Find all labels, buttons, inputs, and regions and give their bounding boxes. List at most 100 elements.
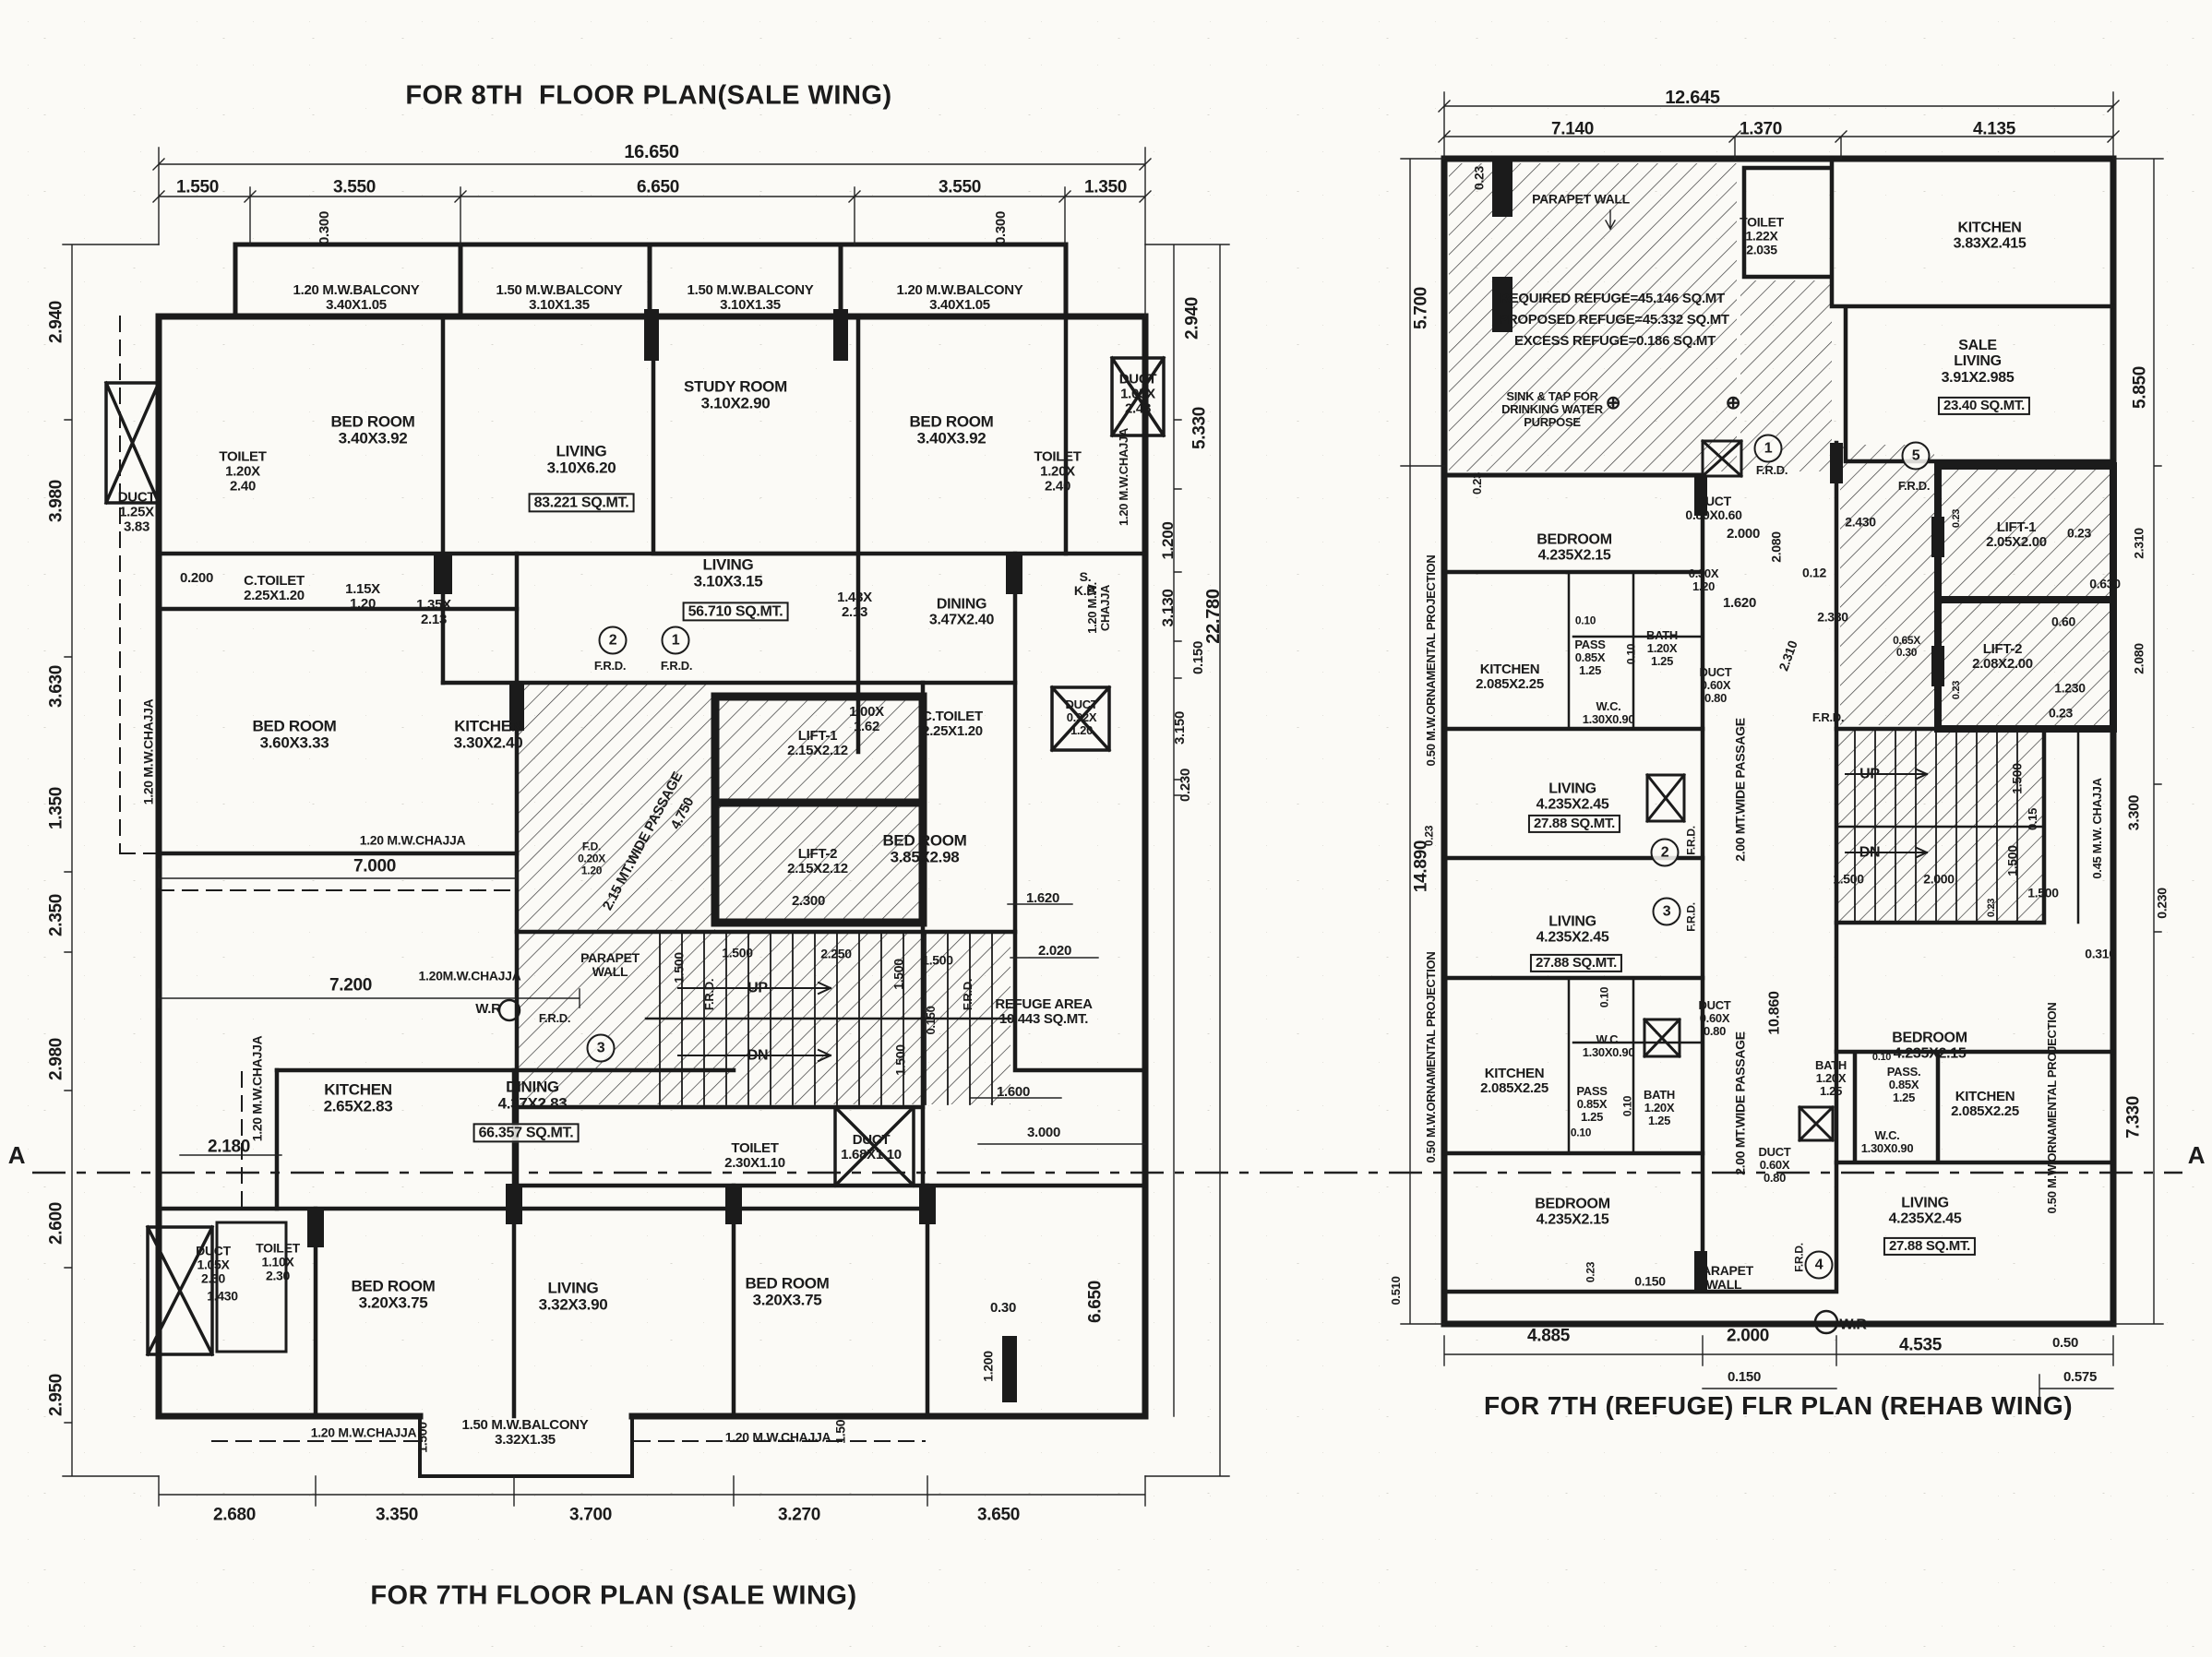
plan-label: PASS 0.85X 1.25 <box>1574 637 1606 678</box>
plan-label: F.R.D. <box>660 658 693 673</box>
plan-label: 1.500 <box>892 1044 908 1076</box>
plan-label: 0.23 <box>1471 165 1487 191</box>
plan-label: 3.550 <box>938 177 982 197</box>
plan-label: 27.88 SQ.MT. <box>1529 953 1623 973</box>
plan-label: 6.650 <box>1085 1280 1106 1324</box>
plan-label: BED ROOM 3.85X2.98 <box>882 831 967 866</box>
plan-label: 1.370 <box>1739 119 1783 139</box>
plan-label: 1.500 <box>2027 885 2059 900</box>
plan-label: LIVING 3.10X3.15 <box>693 555 763 590</box>
plan-label: SINK & TAP FOR DRINKING WATER PURPOSE <box>1501 388 1603 430</box>
plan-label: 0.50 <box>2052 1334 2078 1351</box>
plan-label: TOILET 1.20X 2.40 <box>219 448 267 495</box>
plan-label: W.C. 1.30X0.90 <box>1860 1127 1914 1155</box>
plan-label: 7.330 <box>2123 1095 2144 1139</box>
plan-label: 1.200 <box>980 1351 996 1382</box>
plan-label: 4.535 <box>1898 1335 1943 1355</box>
plan-label: 1.00X 1.62 <box>849 703 884 734</box>
plan-label: F.R.D. <box>1684 902 1698 932</box>
plan-label: 27.88 SQ.MT. <box>1527 814 1621 834</box>
plan-label: 3.350 <box>375 1505 419 1525</box>
plan-label: F.R.D. <box>1684 826 1698 855</box>
flat-number-badge: 3 <box>586 1033 616 1063</box>
plan-label: 2.250 <box>820 946 852 961</box>
plan-label: DUCT 1.68X1.10 <box>841 1131 902 1162</box>
title-rehab-wing-plan: FOR 7TH (REFUGE) FLR PLAN (REHAB WING) <box>1483 1390 2074 1420</box>
title-8th-floor-plan: FOR 8TH FLOOR PLAN(SALE WING) <box>405 80 892 111</box>
plan-label: 12.645 <box>1665 88 1720 109</box>
plan-label: BED ROOM 3.40X3.92 <box>909 412 994 447</box>
plan-label: 1.20 M.W.BALCONY 3.40X1.05 <box>293 281 420 313</box>
plan-label: BEDROOM 4.235X2.15 <box>1892 1030 1967 1062</box>
plan-label: DUCT 0.60X 0.80 <box>1699 664 1732 706</box>
plan-label: F.R.D. <box>593 658 627 673</box>
plan-label: 7.000 <box>353 856 397 876</box>
flat-number-badge: 3 <box>1652 897 1681 926</box>
plan-label: DN <box>1859 844 1881 861</box>
plan-label: 83.221 SQ.MT. <box>528 493 635 513</box>
plan-label: 0.150 <box>1190 640 1206 675</box>
plan-label: 7.200 <box>329 975 373 995</box>
plan-label: 66.357 SQ.MT. <box>472 1123 580 1143</box>
plan-label: 3.550 <box>332 177 377 197</box>
plan-label: 1.20 M.W.CHAJJA <box>359 832 466 848</box>
plan-label: LIVING 3.32X3.90 <box>538 1279 608 1314</box>
plan-label: 1.20 M.W.CHAJJA <box>310 1425 417 1440</box>
plan-label: DINING 4.37X2.83 <box>497 1078 568 1113</box>
plan-label: KITCHEN 3.30X2.40 <box>453 717 523 752</box>
plan-label: 1.230 <box>2054 680 2086 696</box>
plan-label: 1.550 <box>175 177 220 197</box>
plan-label: 4.135 <box>1972 119 2016 139</box>
plan-label: TOILET 1.22X 2.035 <box>1740 214 1784 257</box>
plan-label: 2.310 <box>2131 528 2146 559</box>
plan-label: 2.600 <box>46 1201 66 1246</box>
plan-label: 0.23 <box>2066 525 2092 541</box>
plan-label: 0.10 <box>1620 1095 1634 1117</box>
plan-label: 0.150 <box>923 1006 938 1035</box>
plan-label: BATH 1.20X 1.25 <box>1646 627 1678 669</box>
plan-label: LIVING 4.235X2.45 <box>1888 1195 1962 1227</box>
plan-label: 14.890 <box>1411 840 1431 893</box>
plan-label: 1.43X 2.13 <box>837 589 872 620</box>
rehab-wing-plan <box>1400 91 2164 1399</box>
plan-label: 1.500 <box>671 952 687 983</box>
plan-label: BED ROOM 3.20X3.75 <box>351 1277 436 1312</box>
plan-label: PASS. 0.85X 1.25 <box>1886 1064 1921 1105</box>
plan-label: 2.300 <box>791 892 826 909</box>
plan-label: 0.510 <box>1388 1276 1403 1305</box>
plan-label: PROPOSED REFUGE=45.332 SQ.MT <box>1499 311 1729 328</box>
plan-label: EXCESS REFUGE=0.186 SQ.MT <box>1514 332 1716 349</box>
plan-label: 2.940 <box>46 300 66 344</box>
center-mark: ⊕ <box>1725 393 1741 414</box>
plan-label: 5.330 <box>1190 406 1210 450</box>
plan-label: KITCHEN 2.085X2.25 <box>1951 1088 2019 1119</box>
section-marker-a-right: A <box>2187 1140 2206 1169</box>
plan-label: 3.980 <box>46 479 66 523</box>
plan-label: 10.860 <box>1766 991 1783 1035</box>
plan-label: LIFT-2 2.15X2.12 <box>787 845 848 876</box>
plan-label: 3.630 <box>46 664 66 709</box>
plan-label: LIVING 4.235X2.45 <box>1536 781 1609 813</box>
plan-label: DUCT 1.25X 3.83 <box>117 489 156 536</box>
plan-label: LIFT-2 2.08X2.00 <box>1972 640 2033 672</box>
plan-label: 0.575 <box>2063 1368 2098 1385</box>
plan-label: C.TOILET 2.25X1.20 <box>244 572 305 603</box>
plan-label: 56.710 SQ.MT. <box>682 602 789 622</box>
plan-label: LIVING 4.235X2.45 <box>1536 913 1609 946</box>
plan-label: 3.130 <box>1158 589 1177 627</box>
plan-label: F.R.D. <box>701 978 716 1011</box>
plan-label: DN <box>747 1047 769 1064</box>
plan-label: LIFT-1 2.15X2.12 <box>787 727 848 758</box>
plan-label: 0.10 <box>1597 986 1611 1008</box>
flat-number-badge: 4 <box>1804 1250 1834 1280</box>
plan-label: 0.300 <box>316 210 332 245</box>
center-mark: ⊕ <box>1605 393 1621 414</box>
plan-label: DUCT 0.60X 0.80 <box>1758 1144 1791 1186</box>
plan-label: F.R.D. <box>1755 462 1788 477</box>
plan-label: KITCHEN 2.085X2.25 <box>1480 1065 1548 1096</box>
plan-label: 0.23 <box>2048 705 2074 721</box>
plan-label: F.R.D. <box>538 1010 571 1025</box>
plan-label: 1.50 M.W.BALCONY 3.10X1.35 <box>687 281 814 313</box>
plan-label: 0.60 <box>2051 614 2076 629</box>
plan-label: 0.300 <box>992 210 1009 245</box>
